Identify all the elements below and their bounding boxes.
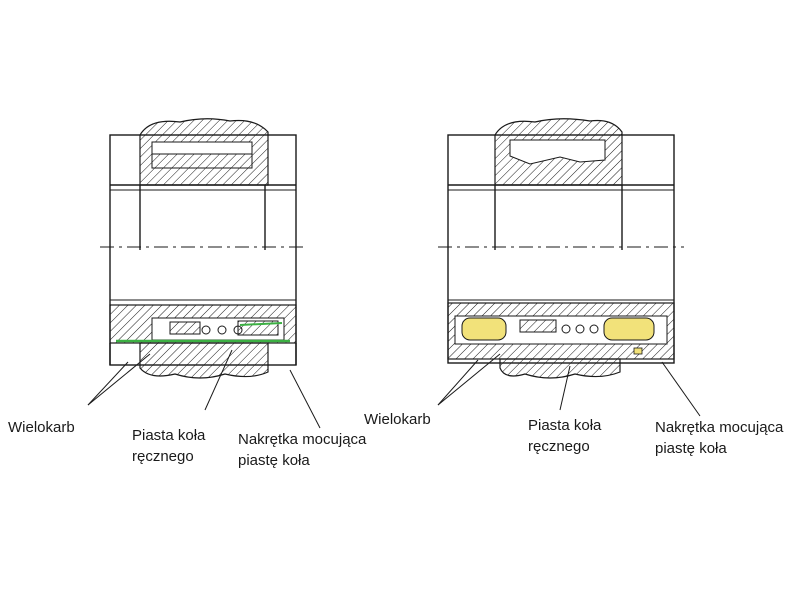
right-top-key [509,139,606,165]
right-spline-leader-2 [437,353,501,406]
right-hub-label-line2: ręcznego [528,438,590,455]
left-hub-label-line2: ręcznego [132,448,194,465]
left-hub-label-line1: Piasta koła [132,427,206,444]
left-hub-assembly [87,118,321,429]
right-spline-leader-1 [437,359,479,406]
right-nut-label-line2: piastę koła [655,440,727,457]
right-bearing-left [461,317,507,341]
right-nut-leader [661,361,701,417]
left-spline-leader-1 [87,361,129,406]
left-spline-leader-2 [87,353,151,406]
right-spline-label: Wielokarb [364,411,431,428]
left-bottom-hub-section [139,342,269,379]
left-nut-label-line2: piastę koła [238,452,310,469]
right-hub-label-line1: Piasta koła [528,417,602,434]
right-bottom-hub-section [499,358,621,379]
left-top-key [151,141,253,155]
right-hub-leader [559,365,571,411]
right-nut-label-line1: Nakrętka mocująca [655,419,784,436]
left-top-key-slot [151,154,253,169]
right-hub-assembly [437,118,701,417]
left-hub-leader [204,349,233,411]
left-spline-label: Wielokarb [8,419,75,436]
left-nut-label-line1: Nakrętka mocująca [238,431,367,448]
left-nut-leader [289,369,321,429]
right-bearing-right [603,317,655,341]
